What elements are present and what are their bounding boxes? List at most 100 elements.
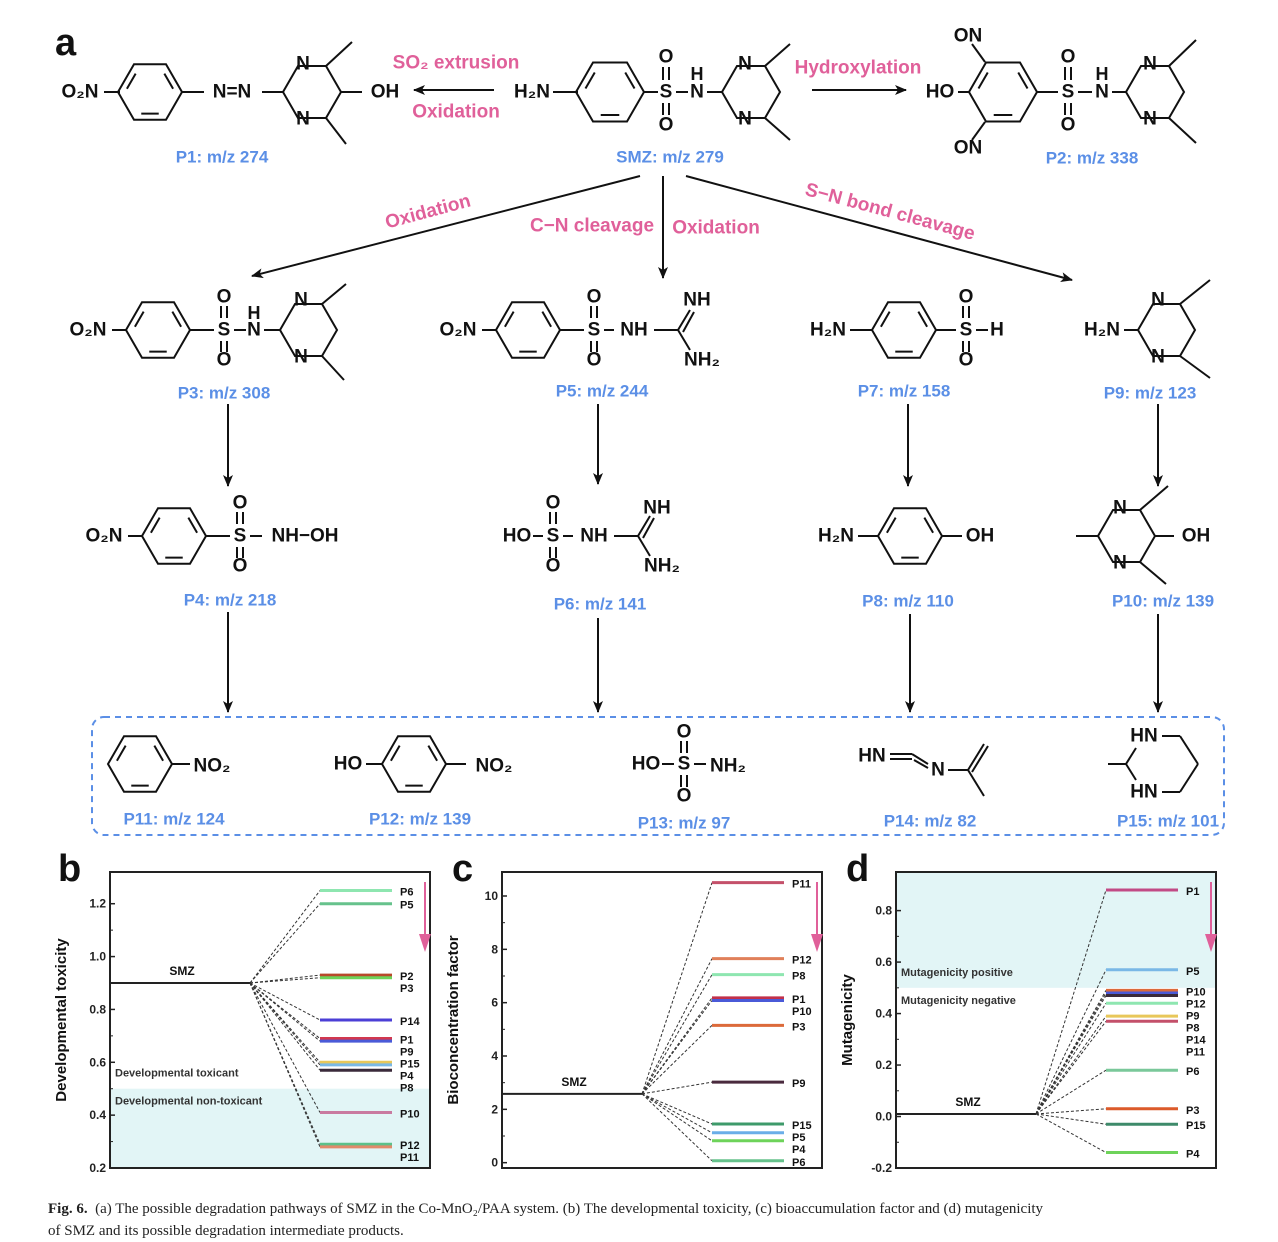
compound-label-p5: P5: m/z 244 xyxy=(556,382,649,401)
series-label-p11: P11 xyxy=(792,879,811,891)
double-bond xyxy=(126,73,137,90)
atom-label: N xyxy=(1113,553,1127,574)
series-label-p1: P1 xyxy=(792,994,805,1006)
series-label-p5: P5 xyxy=(400,900,413,912)
double-bond xyxy=(977,71,989,90)
y-tick-label: 4 xyxy=(491,1049,498,1063)
non-toxic-region xyxy=(110,1088,430,1168)
series-label-p8: P8 xyxy=(400,1083,413,1095)
bond xyxy=(321,283,347,305)
bond xyxy=(971,745,989,773)
atom-label: NH xyxy=(620,320,647,341)
compound-label-p12: P12: m/z 139 xyxy=(369,810,471,829)
compound-label-p1: P1: m/z 274 xyxy=(176,148,269,167)
atom-label: HN xyxy=(858,746,885,767)
connector-p5 xyxy=(1035,969,1107,1115)
connector-p8 xyxy=(249,982,321,1071)
series-label-p11: P11 xyxy=(400,1152,419,1164)
double-bond xyxy=(541,311,552,328)
atom-label: S xyxy=(660,82,673,103)
atom-label: H₂N xyxy=(1084,320,1120,341)
series-label-p2: P2 xyxy=(400,971,413,983)
connector-p12 xyxy=(1035,992,1107,1115)
atom-label: NO₂ xyxy=(194,756,231,777)
trend-arrow-head xyxy=(419,934,431,952)
bond xyxy=(1168,39,1197,67)
y-axis-label: Bioconcentration factor xyxy=(445,935,462,1104)
y-tick-label: 0 xyxy=(491,1156,498,1170)
smz-label: SMZ xyxy=(955,1095,980,1109)
compound-label-p6: P6: m/z 141 xyxy=(554,595,647,614)
connector-p3 xyxy=(249,977,321,984)
atom-label: H xyxy=(248,303,261,323)
bond xyxy=(764,117,791,141)
atom-label: O xyxy=(546,556,561,577)
bond xyxy=(1179,735,1199,765)
atom-label: N xyxy=(247,320,261,341)
bond xyxy=(677,309,691,331)
series-label-p6: P6 xyxy=(792,1157,805,1169)
ring-bond xyxy=(1139,509,1157,563)
reaction-label-cn-cleavage: C−N cleavage xyxy=(530,216,654,237)
atom-label: H xyxy=(990,320,1004,341)
compound-label-p10: P10: m/z 139 xyxy=(1112,592,1214,611)
p11-benzene xyxy=(106,735,174,793)
connector-p11 xyxy=(641,882,713,1095)
atom-label: N xyxy=(738,109,752,130)
bond xyxy=(967,743,985,771)
connector-p10 xyxy=(641,1000,713,1095)
series-label-p14: P14 xyxy=(400,1016,420,1028)
arrow-smz-to-p3 xyxy=(251,175,641,279)
bond xyxy=(1125,747,1137,765)
y-tick-label: -0.2 xyxy=(871,1161,892,1175)
double-bond xyxy=(390,745,401,762)
panel-letter-a: a xyxy=(55,22,77,64)
atom-label: O xyxy=(659,47,674,68)
y-tick-label: 6 xyxy=(491,996,498,1010)
connector-p8 xyxy=(1035,1015,1107,1115)
atom-label: O xyxy=(587,287,602,308)
atom-label: N xyxy=(931,760,945,781)
double-bond xyxy=(116,745,127,762)
y-tick-label: 0.8 xyxy=(875,904,892,918)
caption-prefix: Fig. 6. xyxy=(48,1201,88,1217)
atom-label: HN xyxy=(1130,782,1157,803)
panel-letter-d: d xyxy=(846,848,870,890)
atom-label: N=N xyxy=(213,82,252,103)
double-bond xyxy=(923,517,934,534)
bond xyxy=(764,43,791,67)
double-bond xyxy=(584,71,596,90)
atom-label: N xyxy=(296,54,310,75)
caption-line-2: of SMZ and its possible degradation inte… xyxy=(48,1223,404,1239)
series-label-p10: P10 xyxy=(1186,986,1206,998)
reaction-label-sn-cleavage: S−N bond cleavage xyxy=(803,179,977,245)
arrow-smz-to-p9 xyxy=(685,175,1073,282)
bond xyxy=(321,355,345,381)
bond xyxy=(1179,355,1211,379)
compound-label-p14: P14: m/z 82 xyxy=(884,812,977,831)
series-label-p4: P4 xyxy=(1186,1149,1200,1161)
atom-label: N xyxy=(1095,82,1109,103)
atom-label: O xyxy=(659,115,674,136)
connector-p5 xyxy=(249,903,321,984)
double-bond xyxy=(886,517,897,534)
connector-p3 xyxy=(1035,1108,1107,1115)
bond xyxy=(325,117,347,145)
ring-bond xyxy=(1125,65,1169,93)
reaction-label-oxidation-p1: Oxidation xyxy=(412,102,500,123)
atom-label: N xyxy=(294,290,308,311)
plot-frame xyxy=(501,871,823,1169)
atom-label: S xyxy=(960,320,973,341)
series-label-p1: P1 xyxy=(1186,886,1199,898)
y-tick-label: 0.0 xyxy=(875,1110,892,1124)
atom-label: HN xyxy=(1130,726,1157,747)
series-label-p8: P8 xyxy=(1186,1022,1199,1034)
double-bond xyxy=(917,311,928,328)
connector-p1 xyxy=(249,982,321,1039)
compound-label-p4: P4: m/z 218 xyxy=(184,591,277,610)
atom-label: O xyxy=(677,786,692,807)
atom-label: O xyxy=(587,350,602,371)
threshold-label-above: Developmental toxicant xyxy=(115,1068,239,1080)
atom-label: NH xyxy=(580,526,607,547)
